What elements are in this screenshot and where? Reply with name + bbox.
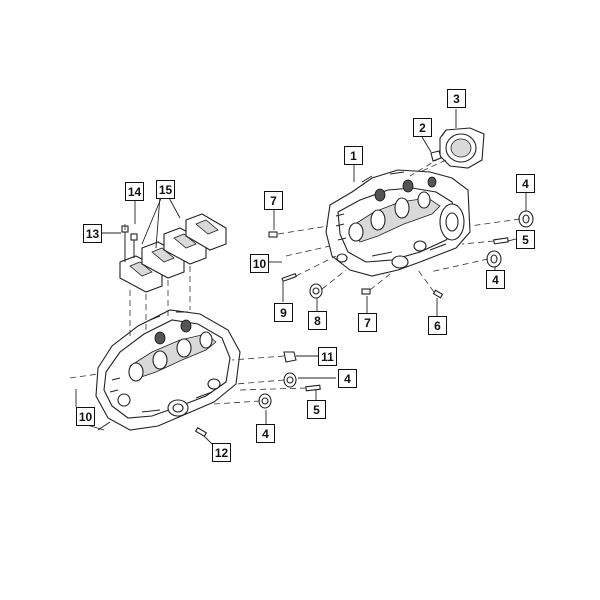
callout-15: 15 (156, 180, 175, 199)
callout-9: 9 (274, 303, 293, 322)
parts-left-drawing (97, 351, 321, 437)
bearing-caps-drawing (119, 213, 227, 293)
callout-4-right: 4 (486, 270, 505, 289)
plug-2-drawing (430, 150, 442, 162)
callout-1: 1 (344, 146, 363, 165)
callout-7-left: 7 (264, 191, 283, 210)
alignment-lines-right (277, 157, 521, 293)
callout-5-right: 5 (516, 230, 535, 249)
engine-block-upper-drawing (325, 169, 471, 277)
leader-lines-left (75, 195, 336, 445)
callout-11: 11 (318, 347, 337, 366)
callout-10-upper: 10 (250, 254, 269, 273)
rear-seal-housing-drawing (439, 127, 485, 169)
callout-14: 14 (125, 182, 144, 201)
callout-12: 12 (212, 443, 231, 462)
callout-10-lower: 10 (76, 407, 95, 426)
callout-7-right: 7 (358, 313, 377, 332)
rings-right-drawing (268, 210, 534, 299)
alignment-lines-left (69, 222, 307, 405)
engine-block-lower-drawing (95, 309, 241, 431)
callout-2: 2 (413, 118, 432, 137)
callout-5-left: 5 (307, 400, 326, 419)
callout-3: 3 (447, 89, 466, 108)
callout-4-bottom-left: 4 (256, 424, 275, 443)
callout-4-top-right: 4 (516, 174, 535, 193)
callout-8: 8 (308, 311, 327, 330)
callout-6: 6 (428, 316, 447, 335)
callout-13: 13 (83, 224, 102, 243)
leader-lines-right (268, 109, 527, 316)
callout-4-mid-left: 4 (338, 369, 357, 388)
